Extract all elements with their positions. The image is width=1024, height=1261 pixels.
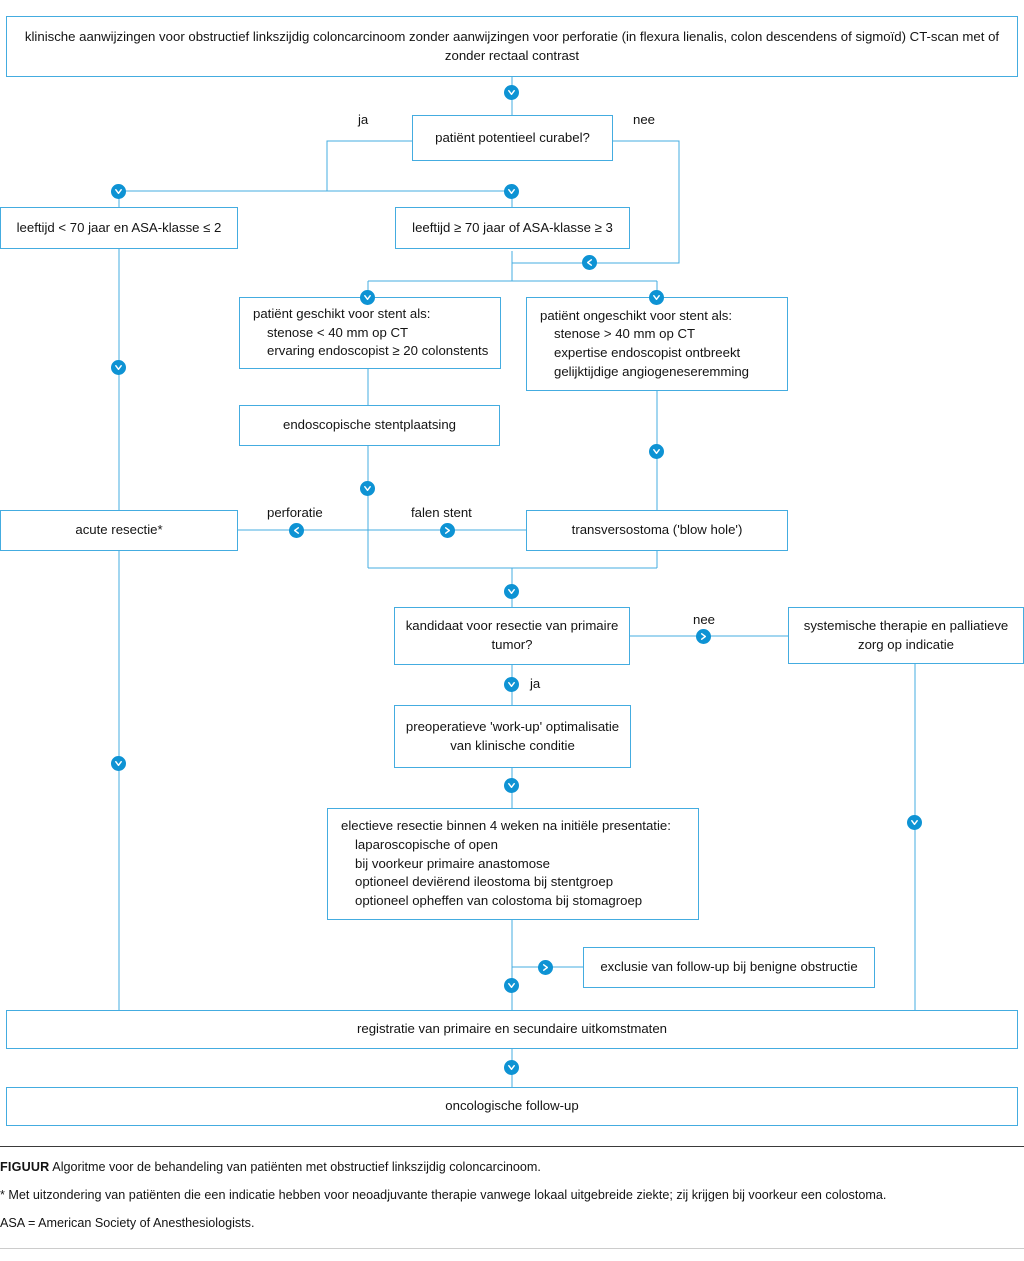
arrow-right-icon bbox=[696, 629, 711, 644]
elective-resection-box: electieve resectie binnen 4 weken na ini… bbox=[327, 808, 699, 920]
arrow-down-icon bbox=[504, 584, 519, 599]
stent-unsuitable-item-0: stenose > 40 mm op CT bbox=[554, 326, 696, 342]
arrow-left-icon bbox=[289, 523, 304, 538]
age-over-70-text: leeftijd ≥ 70 jaar of ASA-klasse ≥ 3 bbox=[412, 219, 613, 235]
potentially-curable-decision: patiënt potentieel curabel? bbox=[412, 115, 613, 161]
oncological-followup-text: oncologische follow-up bbox=[445, 1098, 579, 1114]
stent-suitable-item-0: stenose < 40 mm op CT bbox=[267, 324, 409, 340]
stent-unsuitable-box: patiënt ongeschikt voor stent als: steno… bbox=[526, 297, 788, 391]
stent-suitable-item-1: ervaring endoscopist ≥ 20 colonstents bbox=[267, 343, 489, 359]
stent-suitable-heading: patiënt geschikt voor stent als: bbox=[253, 305, 431, 321]
preoperative-workup-box: preoperatieve 'work-up' optimalisatie va… bbox=[394, 705, 631, 768]
arrow-right-icon bbox=[440, 523, 455, 538]
endoscopic-stent-placement-text: endoscopische stentplaatsing bbox=[282, 417, 457, 433]
arrow-down-icon bbox=[504, 978, 519, 993]
footer-divider bbox=[0, 1248, 1024, 1249]
edge-label-resection-no: nee bbox=[693, 612, 716, 627]
elective-resection-item-0: laparoscopische of open bbox=[355, 836, 498, 852]
oncological-followup-box: oncologische follow-up bbox=[6, 1087, 1018, 1126]
arrow-down-icon bbox=[649, 290, 664, 305]
preoperative-workup-line-2: optimalisatie van klinische conditie bbox=[450, 718, 620, 753]
figure-title-text: Algoritme voor de behandeling van patiën… bbox=[52, 1160, 541, 1174]
resection-candidate-line-1: kandidaat voor resectie bbox=[405, 618, 543, 634]
edge-label-curable-no: nee bbox=[633, 112, 656, 127]
transversostoma-box: transversostoma ('blow hole') bbox=[526, 510, 788, 551]
edge-label-perforation: perforatie bbox=[267, 505, 323, 520]
benign-obstruction-exclusion-text: exclusie van follow-up bij benigne obstr… bbox=[600, 959, 858, 975]
arrow-down-icon bbox=[649, 444, 664, 459]
figure-label: FIGUUR bbox=[0, 1160, 50, 1174]
edge-label-resection-yes: ja bbox=[530, 676, 541, 691]
stent-unsuitable-item-2: gelijktijdige angiogeneseremming bbox=[554, 363, 749, 379]
edge-label-curable-yes: ja bbox=[358, 112, 369, 127]
edge-label-stent-failure: falen stent bbox=[411, 505, 472, 520]
clinical-indications-line-2: (in flexura lienalis, colon descendens o… bbox=[444, 28, 1000, 63]
preoperative-workup-line-1: preoperatieve 'work-up' bbox=[405, 718, 543, 734]
systemic-therapy-box: systemische therapie en palliatieve zorg… bbox=[788, 607, 1024, 664]
elective-resection-heading: electieve resectie binnen 4 weken na ini… bbox=[341, 818, 671, 834]
figure-footnote: * Met uitzondering van patiënten die een… bbox=[0, 1188, 887, 1202]
figure-abbreviation: ASA = American Society of Anesthesiologi… bbox=[0, 1216, 255, 1230]
systemic-therapy-line-1: systemische therapie en bbox=[803, 617, 946, 633]
systemic-therapy-line-2: palliatieve zorg op indicatie bbox=[857, 617, 1009, 652]
flowchart-canvas: klinische aanwijzingen voor obstructief … bbox=[0, 16, 1024, 1126]
elective-resection-item-2: optioneel deviërend ileostoma bij stentg… bbox=[355, 874, 614, 890]
age-under-70-box: leeftijd < 70 jaar en ASA-klasse ≤ 2 bbox=[0, 207, 238, 249]
outcome-registration-text: registratie van primaire en secundaire u… bbox=[356, 1021, 668, 1037]
elective-resection-item-1: bij voorkeur primaire anastomose bbox=[355, 855, 550, 871]
arrow-down-icon bbox=[504, 677, 519, 692]
resection-candidate-decision: kandidaat voor resectie van primaire tum… bbox=[394, 607, 630, 665]
elective-resection-item-3: optioneel opheffen van colostoma bij sto… bbox=[355, 893, 643, 909]
arrow-down-icon bbox=[360, 481, 375, 496]
acute-resection-box: acute resectie* bbox=[0, 510, 238, 551]
arrow-down-icon bbox=[504, 184, 519, 199]
outcome-registration-box: registratie van primaire en secundaire u… bbox=[6, 1010, 1018, 1049]
arrow-right-icon bbox=[538, 960, 553, 975]
arrow-down-icon bbox=[111, 756, 126, 771]
arrow-left-icon bbox=[582, 255, 597, 270]
arrow-down-icon bbox=[111, 360, 126, 375]
potentially-curable-text: patiënt potentieel curabel? bbox=[435, 129, 590, 145]
figure-title-line: FIGUUR Algoritme voor de behandeling van… bbox=[0, 1159, 1024, 1176]
clinical-indications-line-1: klinische aanwijzingen voor obstructief … bbox=[24, 28, 618, 44]
age-under-70-text: leeftijd < 70 jaar en ASA-klasse ≤ 2 bbox=[16, 219, 222, 235]
clinical-indications-box: klinische aanwijzingen voor obstructief … bbox=[6, 16, 1018, 77]
arrow-down-icon bbox=[111, 184, 126, 199]
arrow-down-icon bbox=[504, 85, 519, 100]
stent-unsuitable-heading: patiënt ongeschikt voor stent als: bbox=[540, 307, 733, 323]
endoscopic-stent-placement-box: endoscopische stentplaatsing bbox=[239, 405, 500, 446]
arrow-down-icon bbox=[504, 778, 519, 793]
transversostoma-text: transversostoma ('blow hole') bbox=[571, 522, 743, 538]
age-over-70-box: leeftijd ≥ 70 jaar of ASA-klasse ≥ 3 bbox=[395, 207, 630, 249]
benign-obstruction-exclusion-box: exclusie van follow-up bij benigne obstr… bbox=[583, 947, 875, 988]
arrow-down-icon bbox=[907, 815, 922, 830]
stent-unsuitable-item-1: expertise endoscopist ontbreekt bbox=[554, 345, 741, 360]
acute-resection-text: acute resectie* bbox=[75, 522, 163, 538]
resection-candidate-line-2: van primaire tumor? bbox=[491, 618, 619, 652]
figure-caption: FIGUUR Algoritme voor de behandeling van… bbox=[0, 1146, 1024, 1232]
arrow-down-icon bbox=[360, 290, 375, 305]
arrow-down-icon bbox=[504, 1060, 519, 1075]
stent-suitable-box: patiënt geschikt voor stent als: stenose… bbox=[239, 297, 501, 369]
